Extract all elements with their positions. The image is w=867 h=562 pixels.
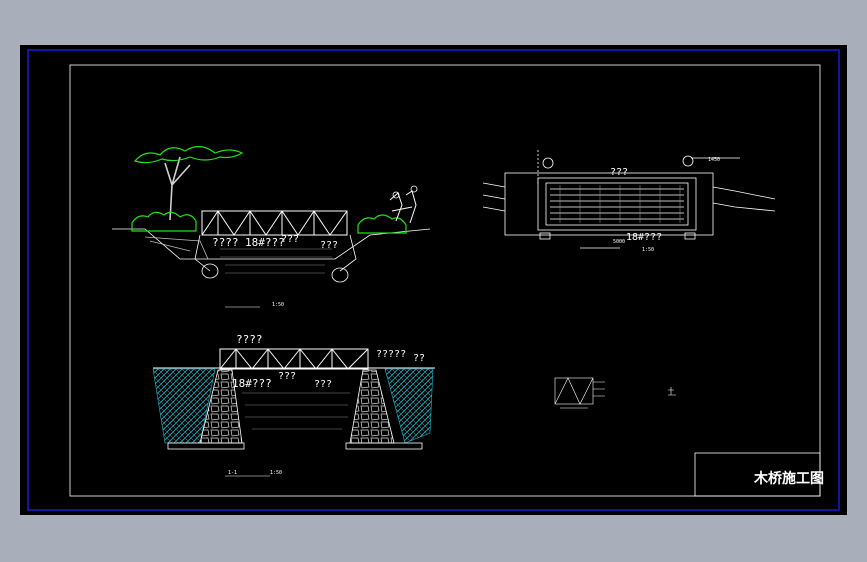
elev-label-left: ???? xyxy=(212,236,239,249)
right-abutment xyxy=(349,369,395,444)
section-caption-scale: 1:50 xyxy=(270,470,282,476)
section-view: ???? ????? ?? 18#??? ??? ??? 1-1 1:50 xyxy=(152,333,435,477)
drawing-sheet: 木桥施工图 ???? 18#??? ??? ??? xyxy=(20,45,847,515)
plan-caption-scale: 1:50 xyxy=(642,247,654,253)
section-truss xyxy=(219,348,369,370)
inner-frame xyxy=(69,64,821,497)
section-label-right2: ?? xyxy=(413,353,425,364)
elevation-view: ???? 18#??? ??? ??? 1:50 xyxy=(112,145,431,308)
title-block: 木桥施工图 xyxy=(694,452,824,497)
elev-caption-scale: 1:50 xyxy=(272,302,284,308)
elev-label-mid: 18#??? xyxy=(245,236,285,249)
plan-dim-small: 1450 xyxy=(708,157,720,163)
outer-frame xyxy=(27,49,840,511)
tree-canopy xyxy=(133,145,244,164)
plan-view xyxy=(482,150,776,249)
plan-label-top: ??? xyxy=(610,167,628,178)
elev-label-far: ??? xyxy=(320,240,338,251)
cad-drawing: 木桥施工图 ???? 18#??? ??? ??? xyxy=(27,49,840,511)
section-label-right: ????? xyxy=(376,349,406,360)
section-label-mid2: ??? xyxy=(278,371,296,382)
right-bank-hatch xyxy=(384,368,434,444)
plan-dimension: 5000 xyxy=(613,239,625,245)
section-label-center: ??? xyxy=(314,379,332,390)
elev-label-right: ??? xyxy=(281,234,299,245)
detail-view xyxy=(554,377,676,409)
left-bushes xyxy=(131,211,197,232)
plan-label-center: 18#??? xyxy=(626,232,662,243)
drawing-title: 木桥施工图 xyxy=(753,470,824,487)
right-bushes xyxy=(357,214,407,234)
section-caption-prefix: 1-1 xyxy=(228,470,237,476)
section-label-mid: 18#??? xyxy=(232,377,272,390)
section-label-top: ???? xyxy=(236,333,263,346)
elevation-truss xyxy=(201,210,348,236)
person-figures xyxy=(389,190,417,224)
